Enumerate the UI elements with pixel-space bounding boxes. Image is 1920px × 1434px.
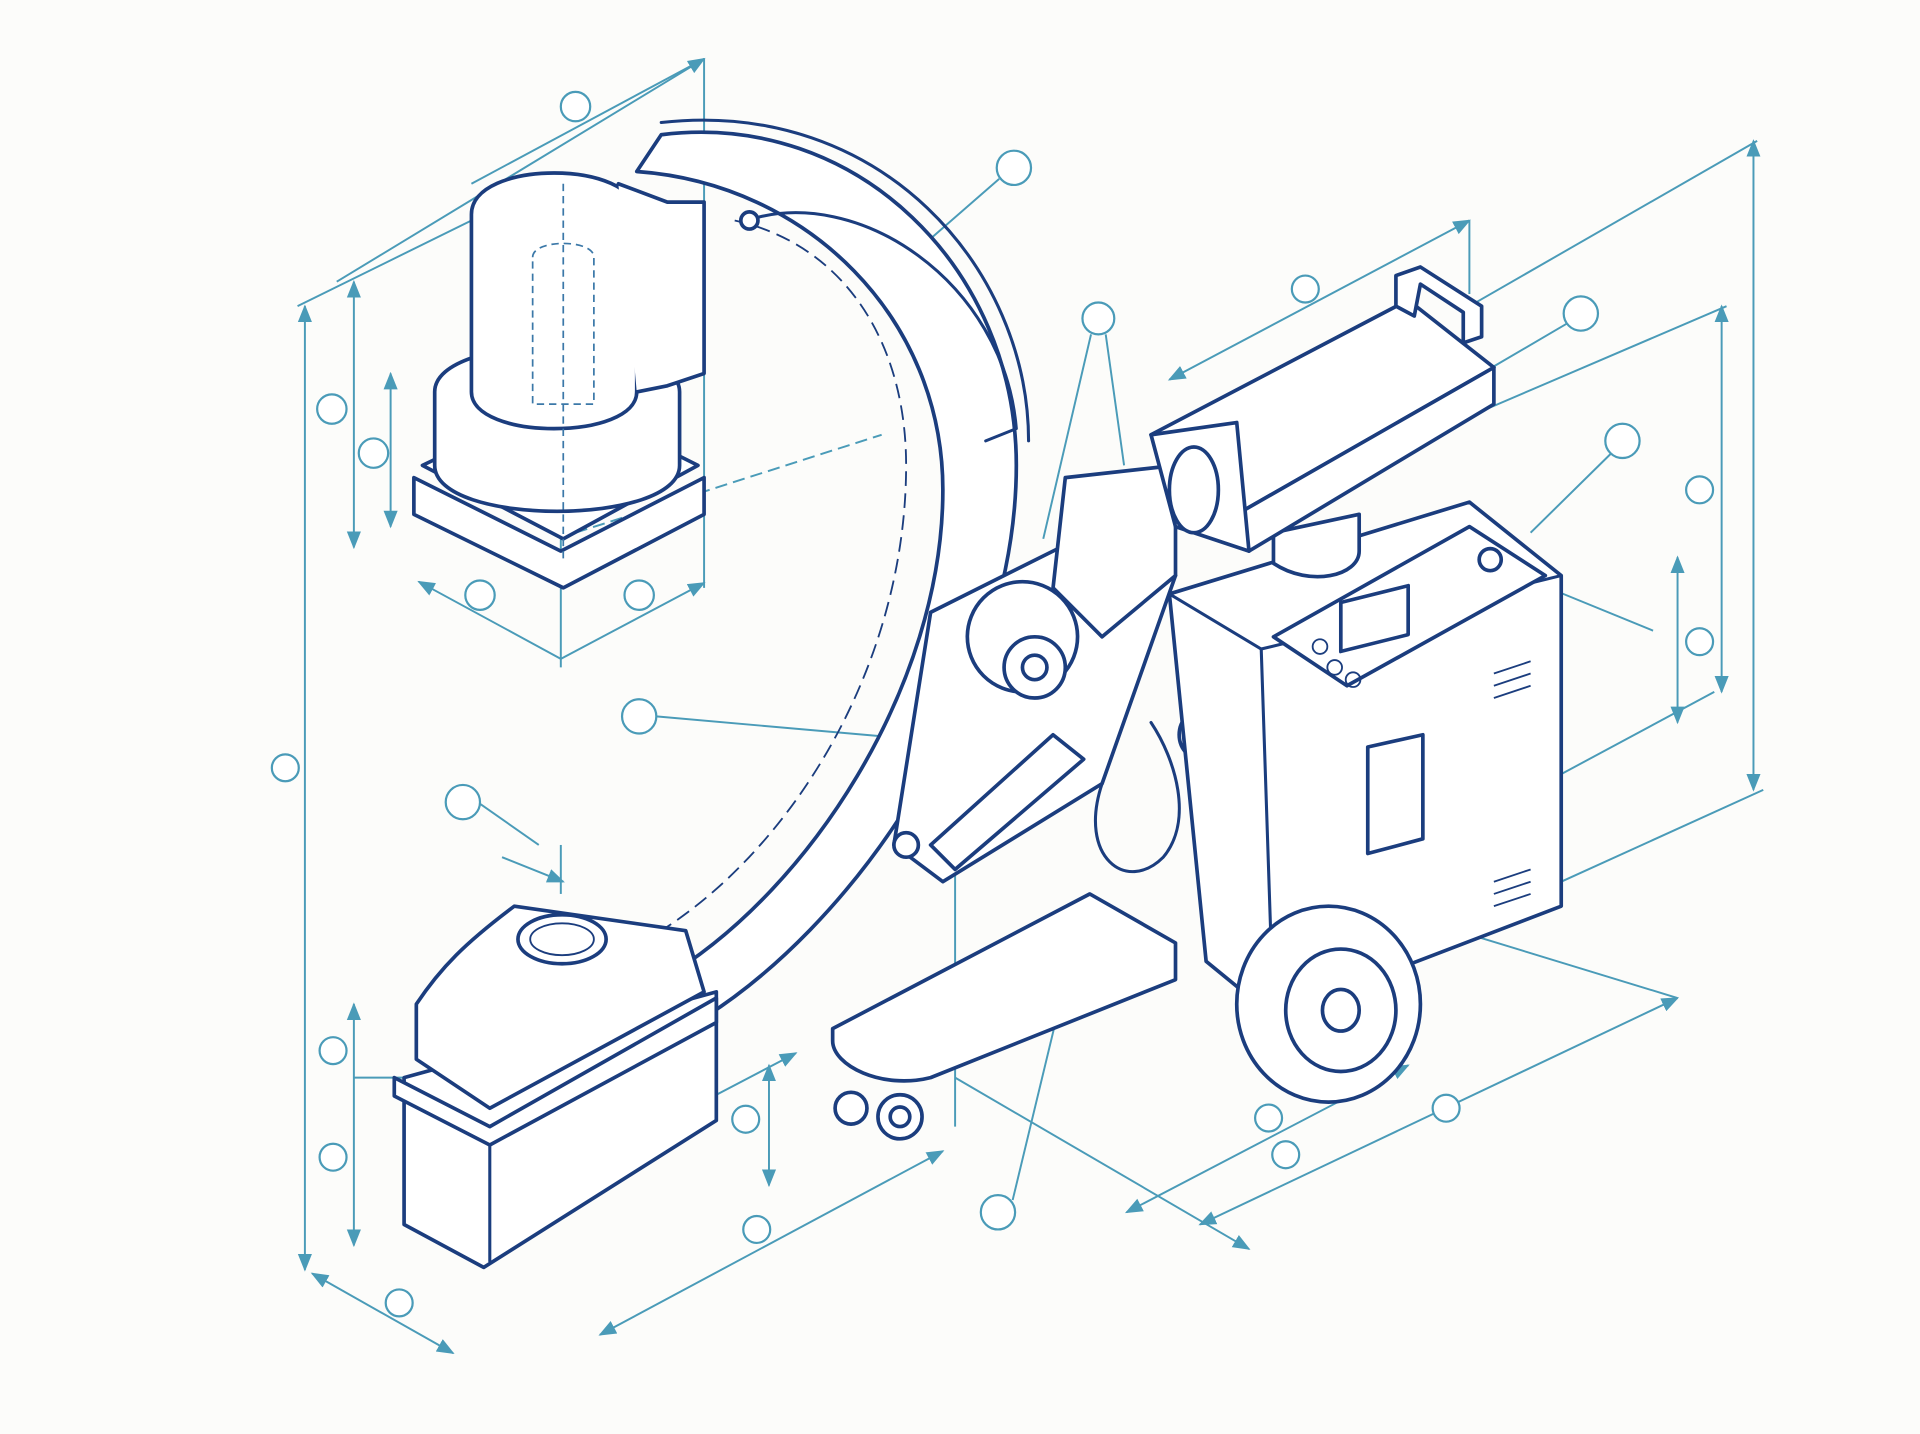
callout-circle — [270, 753, 300, 783]
cart-body — [1167, 500, 1564, 1019]
callout-circle — [1290, 274, 1320, 304]
callout-circle — [384, 1288, 414, 1318]
callout-circle — [979, 1194, 1017, 1231]
callout-circle — [1562, 295, 1600, 332]
image-detector — [412, 171, 706, 590]
callout-circle — [1271, 1140, 1301, 1170]
callout-circle — [742, 1214, 772, 1245]
callout-circle — [1685, 475, 1715, 505]
xray-tube-housing — [392, 904, 719, 1270]
callout-circle — [318, 1142, 348, 1172]
pivot-mechanism — [892, 463, 1235, 884]
callout-circle — [316, 393, 348, 425]
callout-circle — [559, 90, 592, 123]
callout-circle — [1431, 1093, 1461, 1123]
boom-housing — [1149, 265, 1496, 579]
callout-circle — [620, 698, 658, 735]
callout-circles — [270, 90, 1715, 1318]
callout-circle — [995, 149, 1033, 187]
callout-circle — [357, 437, 390, 469]
callout-circle — [444, 783, 482, 821]
callout-circle — [1081, 301, 1116, 336]
callout-circle — [1685, 627, 1715, 657]
callout-circle — [318, 1036, 348, 1066]
callout-circle — [731, 1104, 761, 1134]
callout-circle — [1254, 1103, 1284, 1133]
rear-wheel — [1234, 904, 1423, 1104]
dimension-lines — [297, 57, 1764, 1354]
callout-circle — [623, 579, 655, 611]
callout-circle — [1604, 422, 1641, 460]
callout-circle — [464, 579, 496, 611]
base-frame — [830, 892, 1178, 1141]
